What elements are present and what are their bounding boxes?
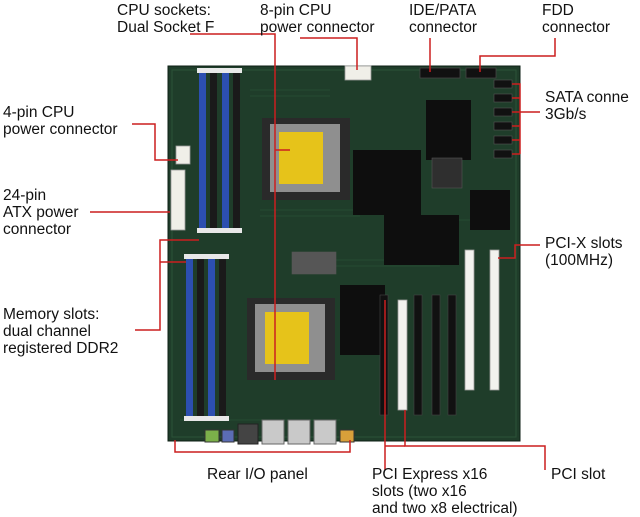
ide-connector	[419, 67, 461, 79]
leader-lines	[90, 33, 556, 470]
label-ide-pata: IDE/PATA connector	[409, 2, 478, 36]
leader-memory	[135, 239, 199, 331]
leader-4pin-cpu	[132, 123, 178, 161]
label-pcix-slots: PCI-X slots (100MHz)	[545, 235, 623, 269]
leader-cpu-sockets	[190, 33, 276, 380]
label-pcie-x16: PCI Express x16 slots (two x16 and two x…	[372, 466, 518, 517]
label-rear-io: Rear I/O panel	[207, 466, 308, 483]
cpu-power-4pin	[175, 145, 191, 165]
pcix-slots	[464, 249, 500, 391]
label-fdd: FDD connector	[542, 2, 611, 36]
leader-rear-io	[174, 440, 351, 453]
label-cpu-sockets: CPU sockets: Dual Socket F	[117, 2, 215, 36]
leader-fdd	[479, 38, 556, 72]
label-pci-slot: PCI slot	[551, 466, 606, 483]
cpu-socket-1	[262, 118, 350, 200]
atx-power-connector	[170, 169, 186, 231]
rear-io-ports	[204, 419, 355, 445]
memory-slots-bottom	[184, 254, 229, 421]
leader-8pin-cpu	[300, 37, 358, 70]
sata-connectors	[493, 79, 513, 159]
memory-slots-top	[197, 68, 242, 233]
leader-pcix	[498, 244, 540, 259]
leader-pci	[404, 410, 546, 470]
label-24pin-atx-power: 24-pin ATX power connector	[3, 187, 79, 238]
pci-slot	[397, 299, 408, 411]
chipset	[291, 157, 463, 275]
label-4pin-cpu-power: 4-pin CPU power connector	[3, 104, 118, 138]
fdd-connector	[465, 67, 497, 79]
cpu-power-8pin	[344, 65, 372, 81]
heatsinks	[340, 100, 510, 355]
label-sata: SATA conne 3Gb/s	[545, 89, 629, 123]
label-8pin-cpu-power: 8-pin CPU power connector	[260, 2, 375, 36]
label-memory-slots: Memory slots: dual channel registered DD…	[3, 306, 119, 357]
pcie-slots	[379, 294, 457, 416]
cpu-socket-2	[247, 298, 335, 380]
